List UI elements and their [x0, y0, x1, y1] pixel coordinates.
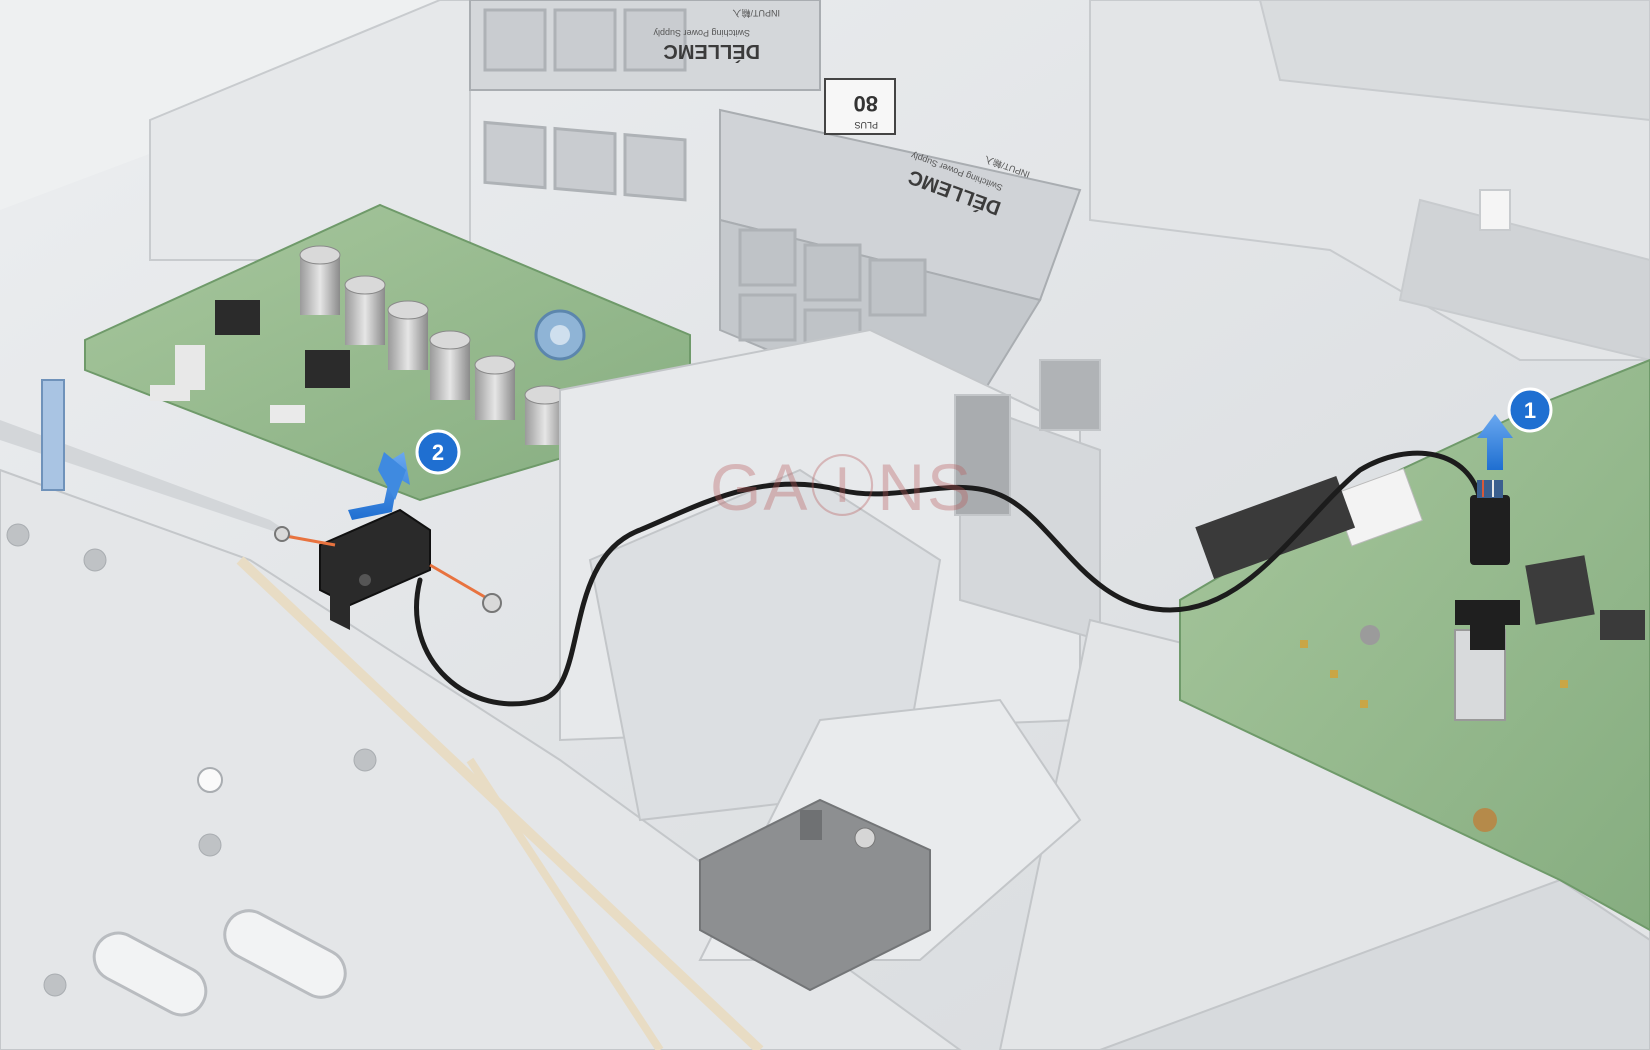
- psu-80-plus-badge: 80 PLUS: [824, 78, 896, 135]
- rubber-foot-block: [699, 798, 931, 992]
- capacitors: [299, 245, 586, 445]
- blue-latch: [41, 379, 65, 491]
- system-board-header: [1455, 600, 1520, 650]
- intrusion-switch-cable: [414, 450, 1483, 707]
- step-2-callout: 2: [415, 429, 461, 475]
- switch-cable-connector: [1470, 480, 1510, 565]
- psu-1-input-label: INPUT/輸入: [732, 8, 780, 19]
- step-2-arrow: [348, 452, 410, 520]
- psu-1-brand: DÉLLEMC: [663, 40, 760, 63]
- step-2-number: 2: [432, 440, 444, 465]
- rear-frame: [149, 0, 1650, 362]
- step-1-callout: 1: [1507, 387, 1553, 433]
- intrusion-switch: [274, 508, 502, 630]
- psu-badge-number: 80: [854, 91, 878, 116]
- psu-1-subtitle: Switching Power Supply: [653, 28, 750, 38]
- step-1-number: 1: [1524, 398, 1536, 423]
- psu-badge-text: PLUS: [854, 120, 878, 130]
- watermark: GAⒾNS: [710, 450, 973, 524]
- psu-1: DÉLLEMC Switching Power Supply INPUT/輸入: [469, 0, 821, 202]
- step-1-arrow: [1477, 414, 1513, 470]
